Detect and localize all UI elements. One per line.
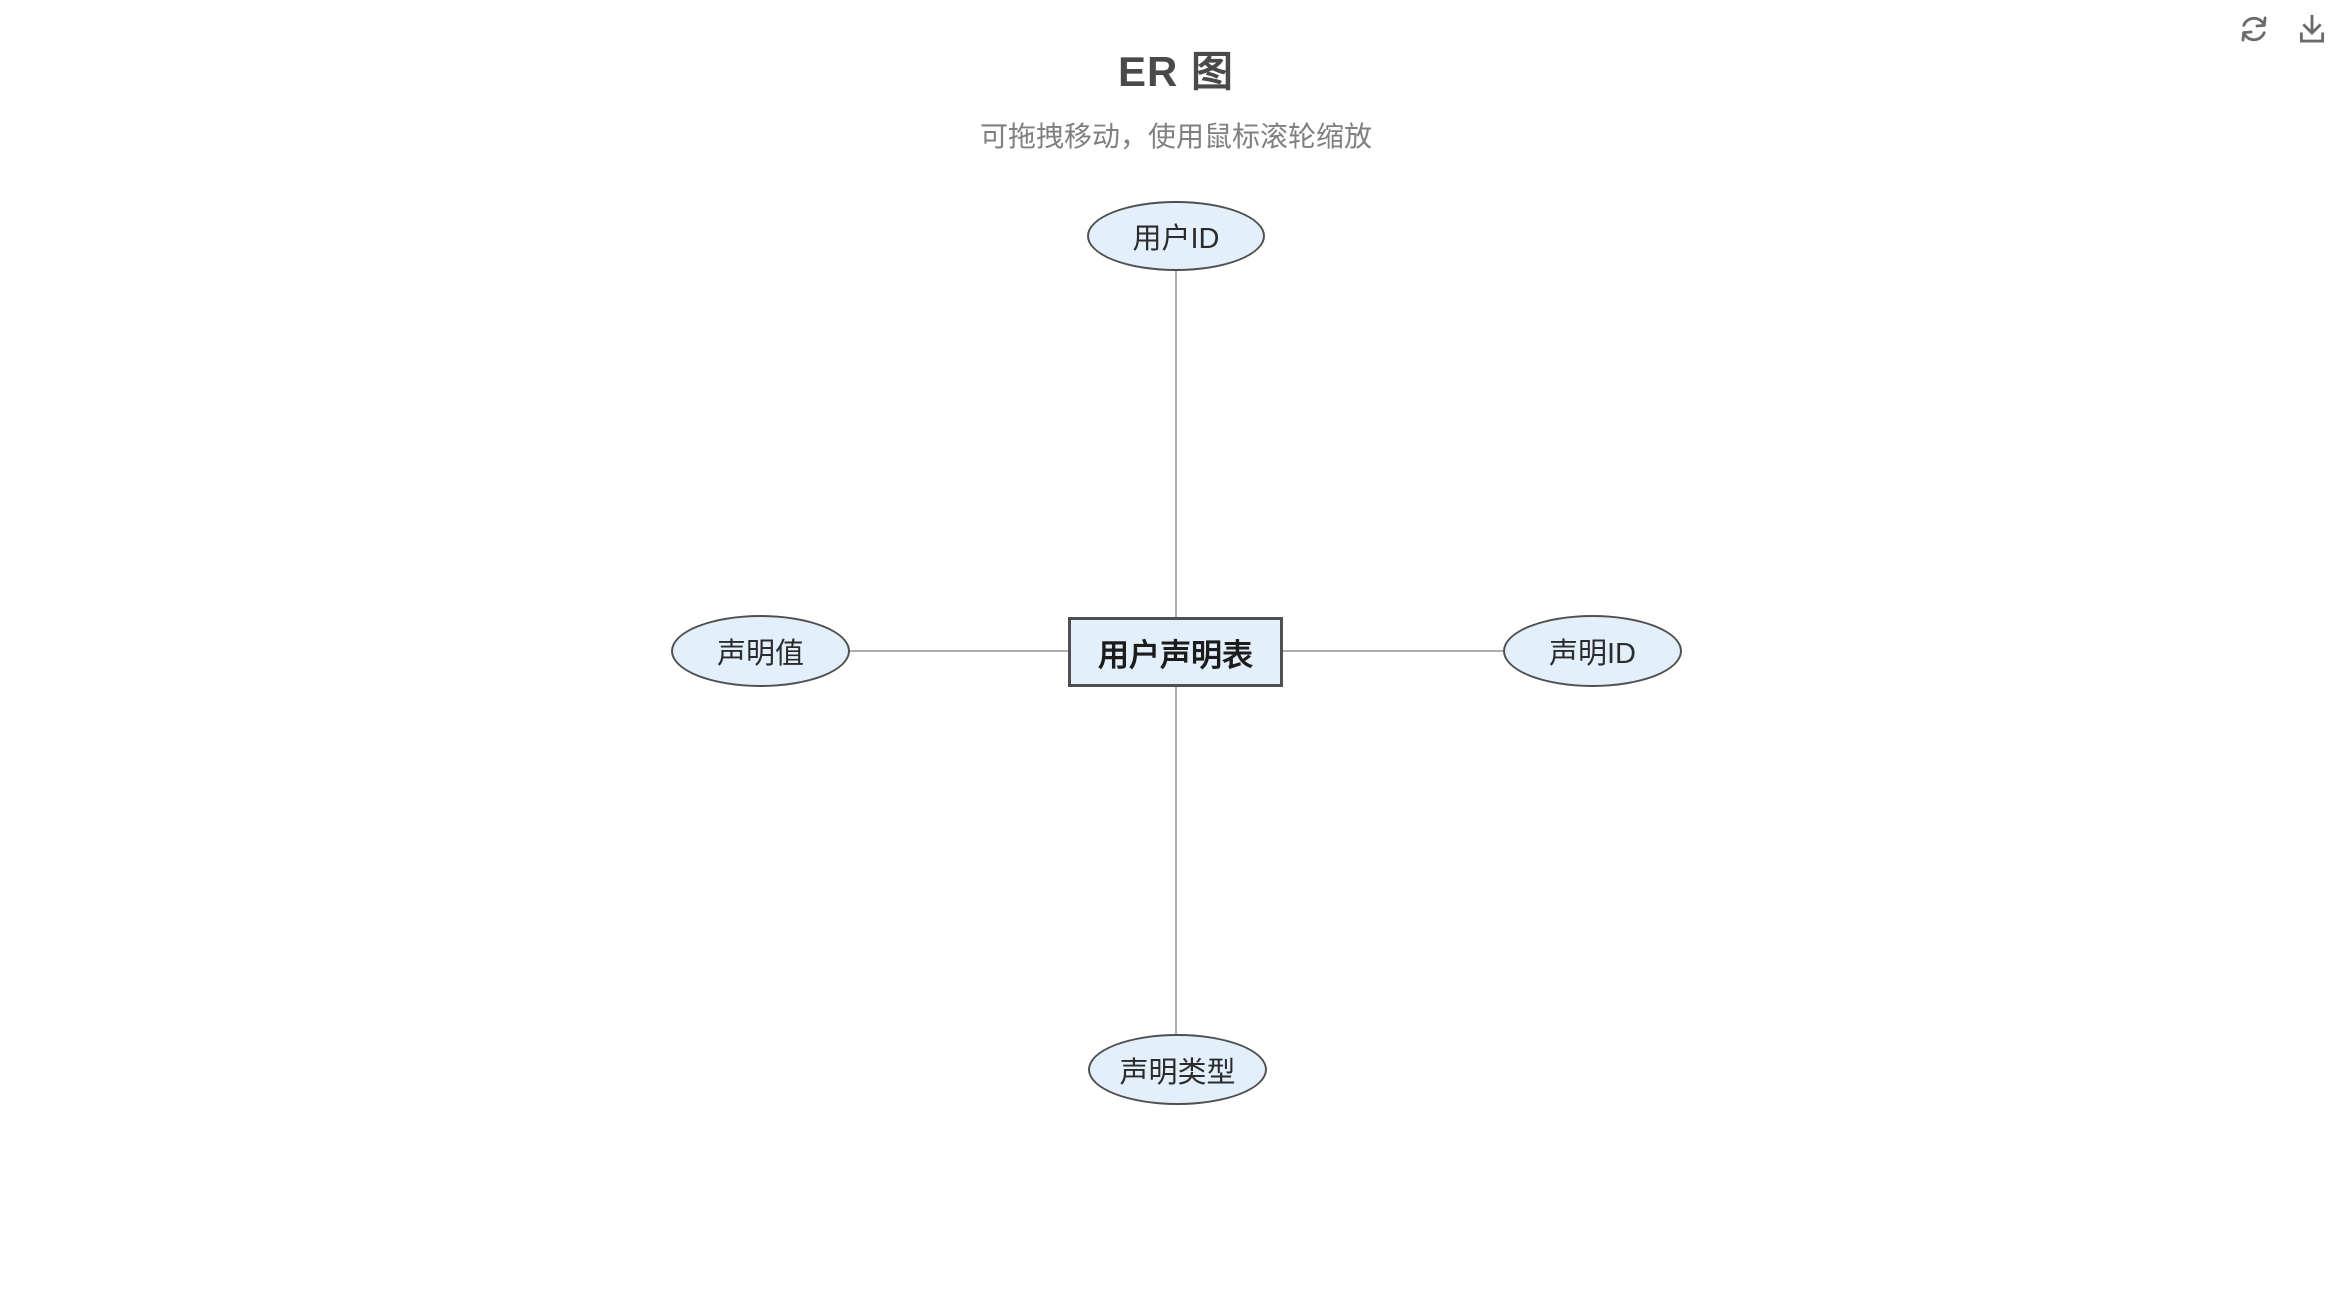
edge-entity-to-right-attribute xyxy=(1283,650,1503,652)
refresh-icon xyxy=(2237,12,2271,49)
attribute-node-left[interactable]: 声明值 xyxy=(671,615,850,687)
refresh-button[interactable] xyxy=(2236,12,2272,48)
attribute-label: 用户ID xyxy=(1132,223,1220,255)
attribute-label: 声明值 xyxy=(716,638,804,670)
toolbar xyxy=(2236,12,2330,48)
attribute-label: 声明类型 xyxy=(1119,1056,1236,1089)
header: ER 图 可拖拽移动，使用鼠标滚轮缩放 xyxy=(0,0,2352,155)
edge-entity-to-left-attribute xyxy=(850,650,1068,652)
edge-entity-to-top-attribute xyxy=(1175,271,1177,617)
entity-node[interactable]: 用户声明表 xyxy=(1068,617,1283,687)
attribute-node-right[interactable]: 声明ID xyxy=(1503,615,1682,687)
page-title: ER 图 xyxy=(1117,48,1234,95)
attribute-node-bottom[interactable]: 声明类型 xyxy=(1088,1034,1267,1105)
entity-label: 用户声明表 xyxy=(1098,637,1253,673)
download-button[interactable] xyxy=(2294,12,2330,48)
attribute-node-top[interactable]: 用户ID xyxy=(1087,201,1265,271)
attribute-label: 声明ID xyxy=(1548,638,1636,670)
page-subtitle: 可拖拽移动，使用鼠标滚轮缩放 xyxy=(979,121,1372,152)
download-icon xyxy=(2295,12,2329,49)
edge-entity-to-bottom-attribute xyxy=(1175,687,1177,1034)
